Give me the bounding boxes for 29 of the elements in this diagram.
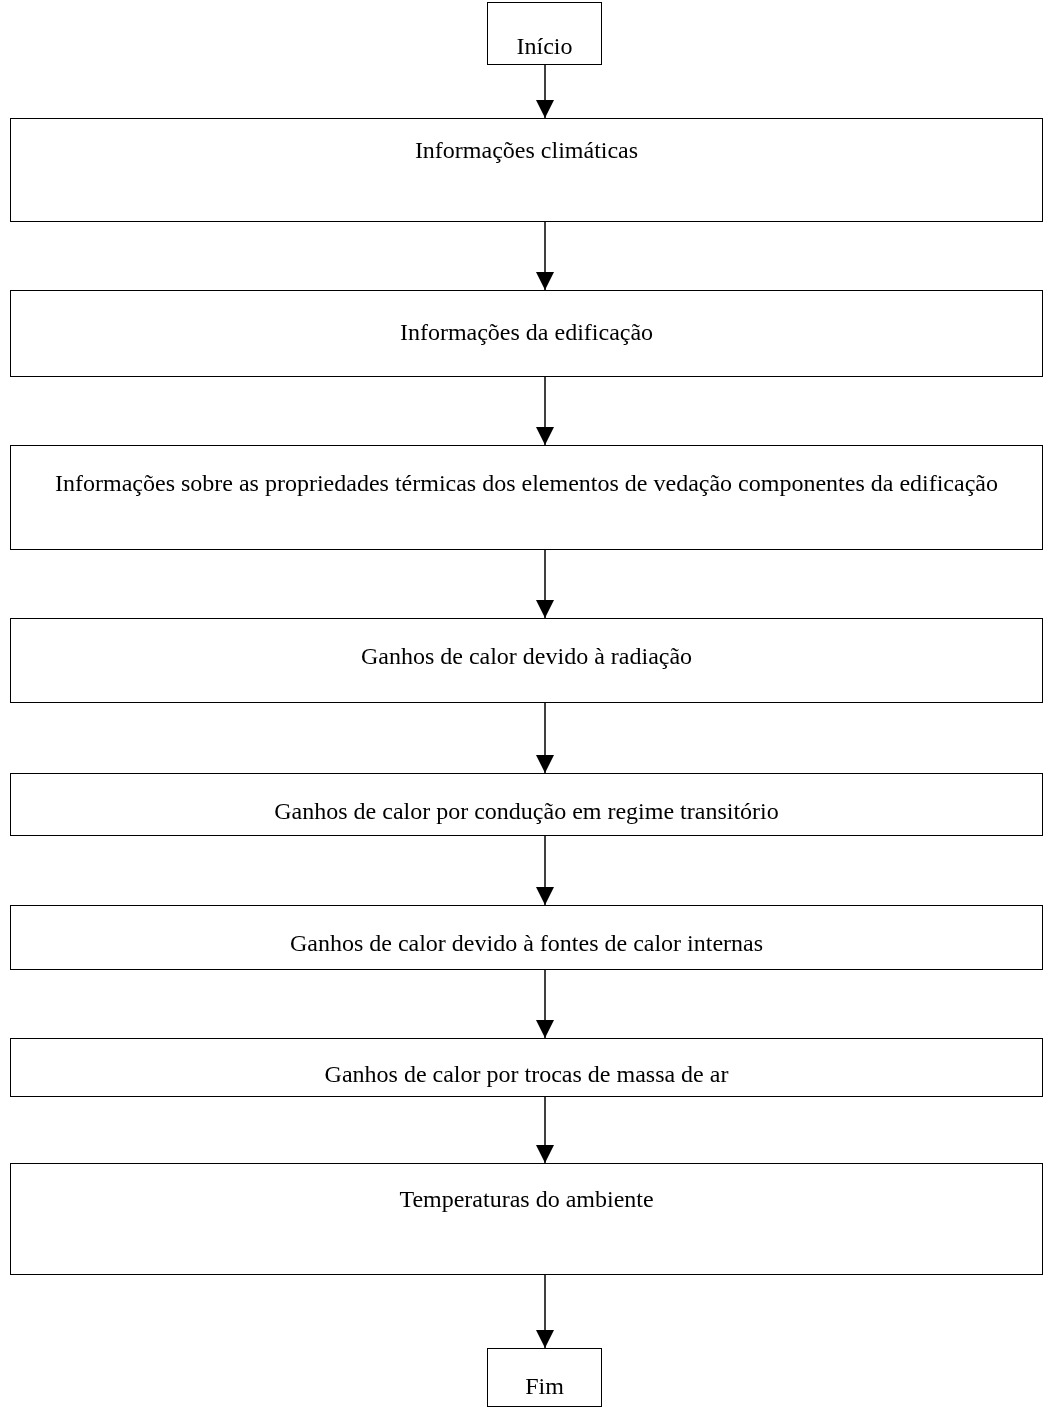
box-label: Informações da edificação [398,318,655,347]
process-box [10,618,1043,703]
box-label: Início [515,32,574,61]
process-box [10,290,1043,377]
process-box [10,118,1043,222]
box-label: Fim [524,1372,565,1401]
process-box [487,1348,602,1407]
arrow [536,969,554,1039]
arrow [536,64,554,119]
arrow [536,376,554,446]
arrow [536,1096,554,1164]
process-box [10,1163,1043,1275]
process-box [10,773,1043,836]
box-label: Ganhos de calor por condução em regime transitório [273,797,780,826]
process-box [10,905,1043,970]
arrow [536,221,554,291]
process-box [487,2,602,65]
process-box [10,1038,1043,1097]
arrow [536,702,554,774]
box-label: Informações climáticas [413,136,640,165]
box-label: Temperaturas do ambiente [398,1185,655,1214]
box-label: Informações sobre as propriedades térmicas dos elementos de vedação componentes da edificação [54,469,999,498]
box-label: Ganhos de calor devido à fontes de calor internas [288,929,765,958]
arrow [536,835,554,906]
arrow [536,1274,554,1349]
box-label: Ganhos de calor por trocas de massa de ar [323,1060,730,1089]
process-box [10,445,1043,550]
box-label: Ganhos de calor devido à radiação [359,642,694,671]
arrow [536,549,554,619]
